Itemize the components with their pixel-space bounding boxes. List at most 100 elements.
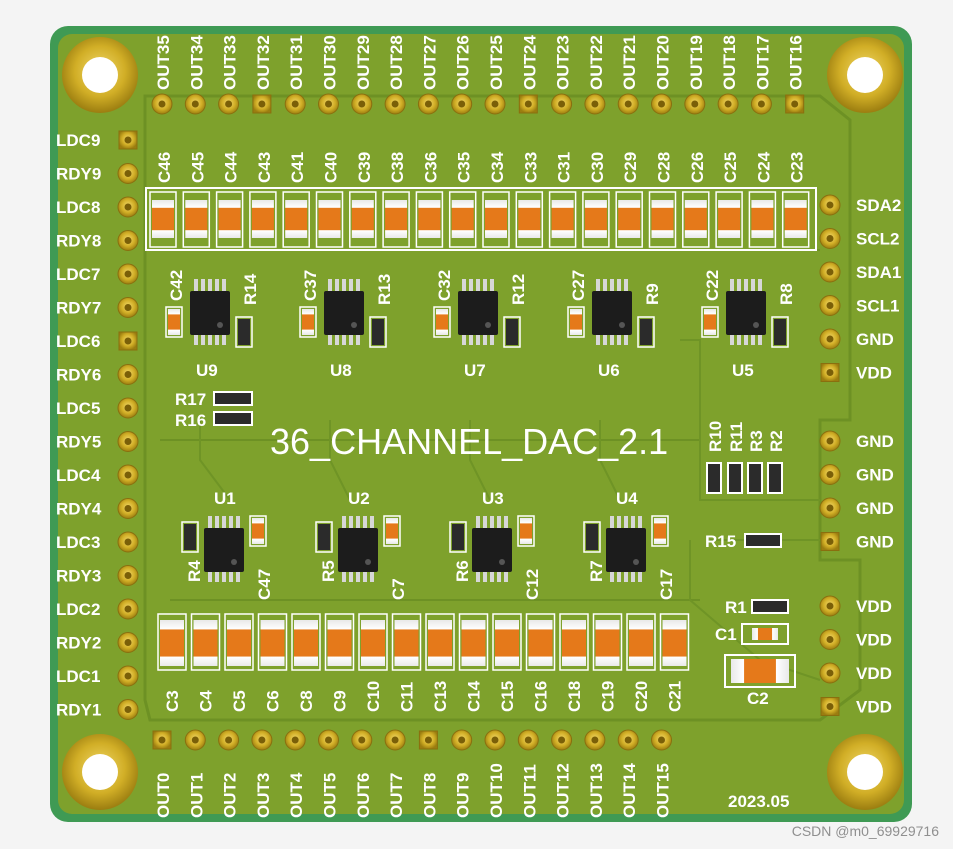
res-label-r6: R6 <box>453 560 472 582</box>
cap-c34 <box>485 200 507 238</box>
pin-label-ldc7: LDC7 <box>56 265 100 284</box>
pin-label-out4: OUT4 <box>287 772 306 818</box>
cap-c10 <box>361 620 385 666</box>
chip-label-u2: U2 <box>348 489 370 508</box>
cap-c30 <box>584 200 607 238</box>
pin-label-right-top-1: SCL2 <box>856 230 899 249</box>
pin-label-out28: OUT28 <box>387 35 406 90</box>
res-label-r4: R4 <box>185 560 204 582</box>
cap-label-c44: C44 <box>222 151 241 183</box>
chip-label-u5: U5 <box>732 361 754 380</box>
cap-c17 <box>654 518 666 544</box>
cap-label-c36: C36 <box>421 152 440 183</box>
cap-c18 <box>562 620 586 666</box>
pin-label-rdy9: RDY9 <box>56 165 101 184</box>
label-r15: R15 <box>705 532 736 551</box>
res-r8 <box>774 319 786 345</box>
cap-c28 <box>651 200 674 238</box>
res-r13 <box>372 319 384 345</box>
chip-u8 <box>324 291 364 335</box>
cap-c19 <box>595 620 620 666</box>
cap-label-c26: C26 <box>688 152 707 183</box>
cap-label-c4: C4 <box>197 690 216 712</box>
label-r1: R1 <box>725 598 747 617</box>
mounting-holes <box>62 37 903 810</box>
pin-label-rdy3: RDY3 <box>56 567 101 586</box>
cap-label-c10: C10 <box>364 681 383 712</box>
pin-label-out24: OUT24 <box>520 35 539 90</box>
chip-label-u9: U9 <box>196 361 218 380</box>
cap-c26 <box>684 200 707 238</box>
pin-label-out23: OUT23 <box>554 35 573 90</box>
pin-label-out7: OUT7 <box>387 773 406 818</box>
cap-label-c43: C43 <box>255 152 274 183</box>
res-label-r9: R9 <box>643 283 662 305</box>
cap-label-c19: C19 <box>599 681 618 712</box>
pin-label-right-mid-1: GND <box>856 466 894 485</box>
pin-label-rdy6: RDY6 <box>56 366 101 385</box>
pin-label-out0: OUT0 <box>154 773 173 818</box>
pin-label-right-top-2: SDA1 <box>856 263 901 282</box>
label-c1: C1 <box>715 625 737 644</box>
pin-label-out12: OUT12 <box>554 763 573 818</box>
cap-c44 <box>218 200 241 238</box>
cap-c27 <box>570 309 582 335</box>
res-label-r5: R5 <box>319 560 338 582</box>
cap-c24 <box>751 200 774 238</box>
label-r2: R2 <box>767 430 786 452</box>
cap-label-c38: C38 <box>388 152 407 183</box>
chip-label-u7: U7 <box>464 361 486 380</box>
pin-label-right-mid-0: GND <box>856 432 894 451</box>
pin-label-out29: OUT29 <box>354 35 373 90</box>
label-r11: R11 <box>727 422 746 452</box>
chip-label-u1: U1 <box>214 489 236 508</box>
pin-label-out32: OUT32 <box>254 35 273 90</box>
cap-c3 <box>160 620 184 666</box>
res-r12 <box>506 319 518 345</box>
cap-c36 <box>418 200 441 238</box>
res-r5 <box>318 524 330 550</box>
pin-label-out8: OUT8 <box>420 773 439 818</box>
cap-label-c29: C29 <box>621 152 640 183</box>
cap-label-c22: C22 <box>703 270 722 301</box>
board-title: 36_CHANNEL_DAC_2.1 <box>270 421 668 462</box>
cap-c37 <box>302 309 314 335</box>
pin-label-right-top-5: VDD <box>856 364 892 383</box>
pin-label-ldc8: LDC8 <box>56 198 100 217</box>
cap-c8 <box>294 620 318 666</box>
right-power-i2c-header: SDA2SCL2SDA1SCL1GNDVDDGNDGNDGNDGNDVDDVDD… <box>819 194 901 717</box>
pin-label-out21: OUT21 <box>620 35 639 90</box>
pin-label-rdy8: RDY8 <box>56 232 101 251</box>
pin-label-right-top-4: GND <box>856 330 894 349</box>
pin-label-out2: OUT2 <box>221 773 240 818</box>
cap-c22 <box>704 309 716 335</box>
pin-label-out30: OUT30 <box>321 35 340 90</box>
cap-label-c6: C6 <box>264 690 283 712</box>
pin-label-out26: OUT26 <box>454 35 473 90</box>
res-label-r14: R14 <box>241 273 260 305</box>
label-r16: R16 <box>175 411 206 430</box>
cap-label-c15: C15 <box>498 681 517 712</box>
chip-label-u6: U6 <box>598 361 620 380</box>
pin-label-out9: OUT9 <box>454 773 473 818</box>
cap-label-c35: C35 <box>455 152 474 183</box>
cap-c25 <box>718 200 741 238</box>
pin-label-right-mid-3: GND <box>856 533 894 552</box>
cap-label-c33: C33 <box>521 152 540 183</box>
cap-c38 <box>385 200 408 238</box>
misc-components: R17 R16 R10 R11 R3 R2 R15 R1 C1 C2 <box>175 390 796 708</box>
left-control-header: LDC9RDY9LDC8RDY8LDC7RDY7LDC6RDY6LDC5RDY5… <box>56 130 139 720</box>
cap-c4 <box>193 620 218 666</box>
pin-label-out33: OUT33 <box>221 35 240 90</box>
pin-label-out1: OUT1 <box>187 773 206 818</box>
pin-label-out16: OUT16 <box>787 35 806 90</box>
pin-label-ldc5: LDC5 <box>56 399 100 418</box>
pin-label-right-top-0: SDA2 <box>856 196 901 215</box>
res-r4 <box>184 524 196 550</box>
pin-label-out5: OUT5 <box>321 773 340 818</box>
cap-c31 <box>551 200 574 238</box>
